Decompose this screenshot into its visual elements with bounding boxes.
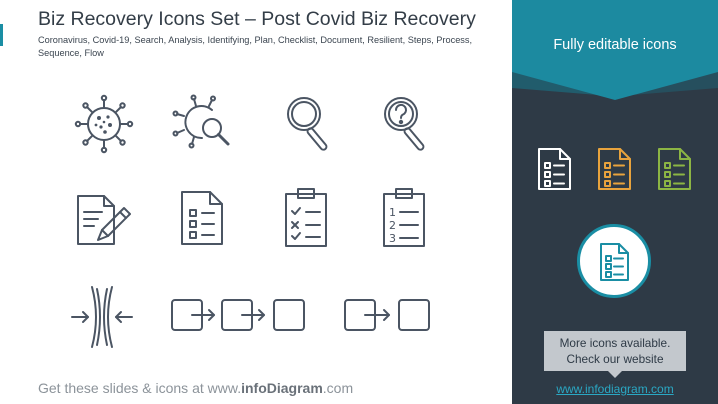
svg-text:1: 1 <box>389 206 396 219</box>
document-edit-icon[interactable] <box>74 188 138 248</box>
svg-text:2: 2 <box>389 219 396 232</box>
checklist-document-icon[interactable] <box>178 188 230 248</box>
slide-title: Biz Recovery Icons Set – Post Covid Biz … <box>38 8 476 30</box>
right-panel: Fully editable icons <box>512 0 718 404</box>
clipboard-checklist-icon[interactable] <box>282 186 334 248</box>
callout-tail <box>608 371 622 378</box>
slide-subtitle: Coronavirus, Covid-19, Search, Analysis,… <box>38 35 473 58</box>
banner-ribbon <box>512 0 718 100</box>
left-edge-mark <box>0 24 3 46</box>
checklist-white-icon[interactable] <box>536 146 574 192</box>
coronavirus-icon[interactable] <box>72 92 136 156</box>
featured-icon-circle <box>577 224 651 298</box>
three-step-flow-icon[interactable] <box>170 298 312 332</box>
resilience-icon[interactable] <box>70 285 134 349</box>
footer-brand: infoDiagram <box>241 380 323 396</box>
footer-prefix: Get these slides & icons at www. <box>38 380 242 396</box>
more-icons-line2: Check our website <box>566 352 664 366</box>
question-search-icon[interactable] <box>375 92 439 156</box>
website-link[interactable]: www.infodiagram.com <box>556 382 674 396</box>
checklist-green-icon[interactable] <box>656 146 694 192</box>
virus-search-icon[interactable] <box>172 92 236 156</box>
footer-text: Get these slides & icons at www.infoDiag… <box>38 380 353 396</box>
more-icons-line1: More icons available. <box>559 336 671 350</box>
footer-suffix: .com <box>322 380 354 396</box>
checklist-orange-icon[interactable] <box>596 146 634 192</box>
two-step-flow-icon[interactable] <box>343 298 435 332</box>
numbered-list-icon[interactable]: 1 2 3 <box>380 186 432 248</box>
more-icons-callout: More icons available. Check our website <box>544 331 686 371</box>
banner-text: Fully editable icons <box>553 37 677 53</box>
magnifier-icon[interactable] <box>278 92 342 156</box>
svg-text:3: 3 <box>389 232 396 245</box>
checklist-teal-icon[interactable] <box>598 241 632 283</box>
